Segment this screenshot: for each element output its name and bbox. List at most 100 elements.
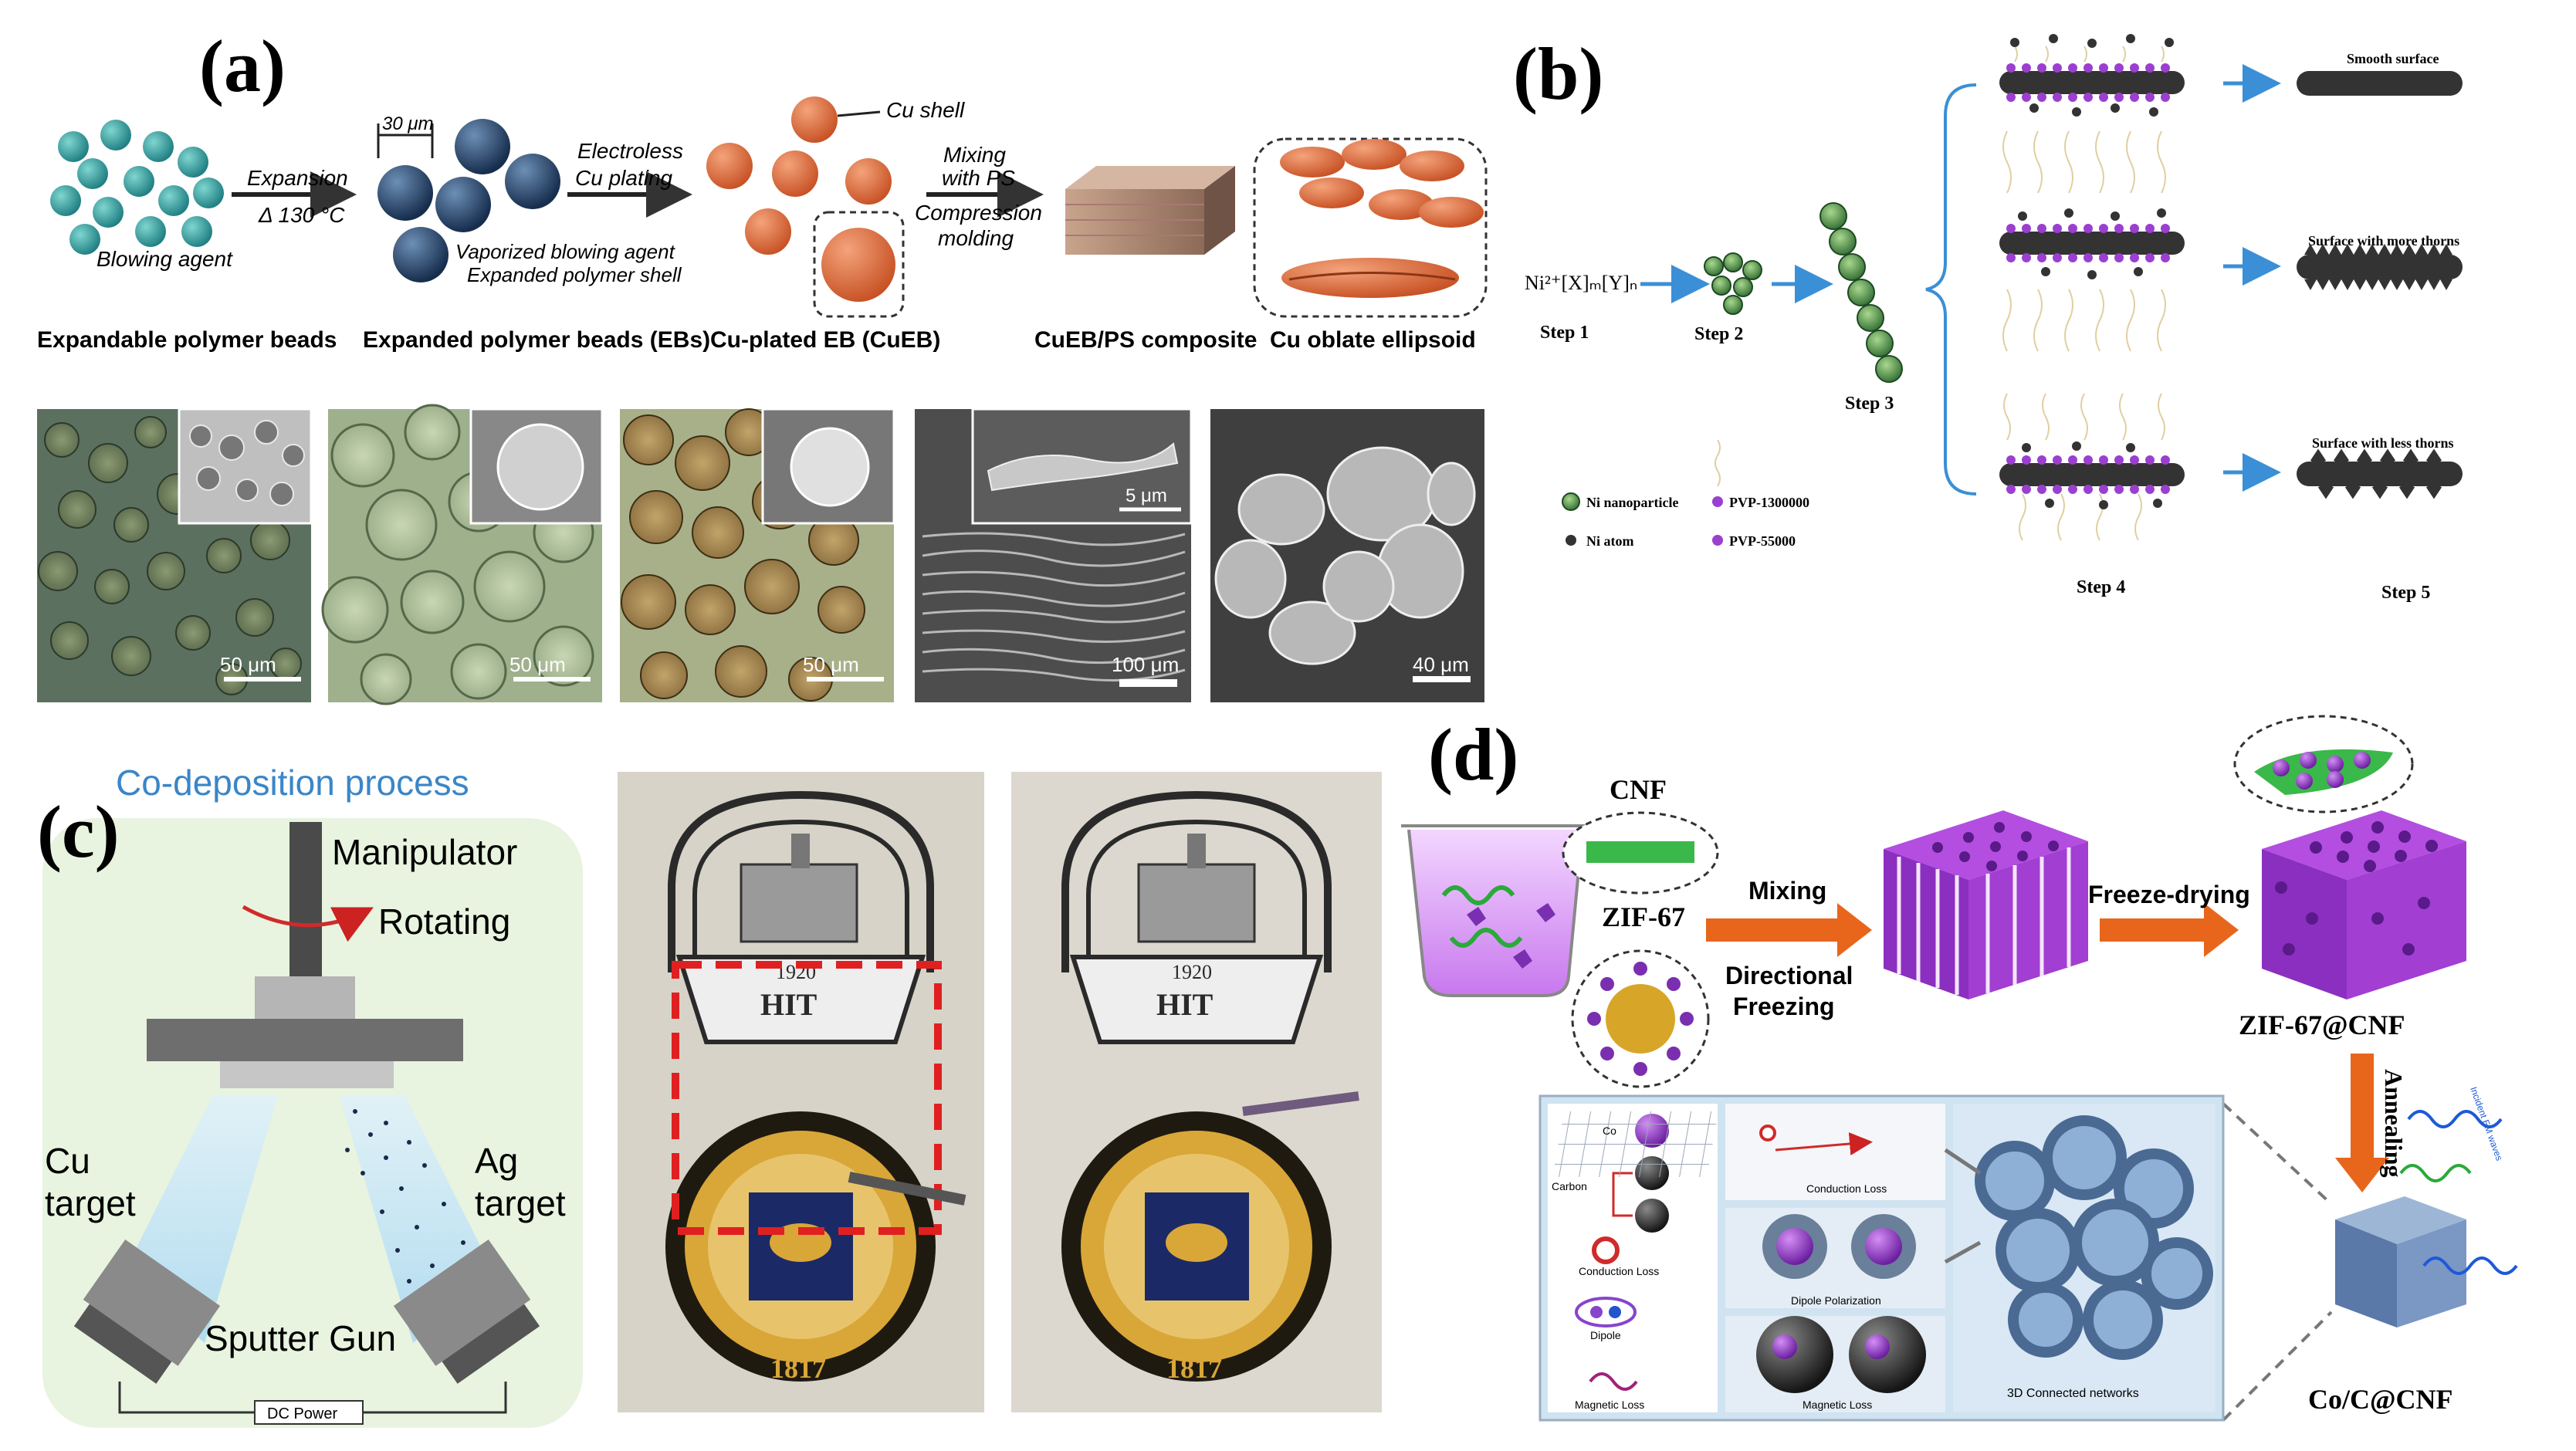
inset-scale-bar: 5 μm — [1126, 485, 1167, 506]
photo2-year-bottom: 1817 — [1166, 1353, 1222, 1384]
legend-ni-atom: Ni atom — [1586, 533, 1634, 549]
film-outline — [672, 961, 942, 1235]
step5-label: Step 5 — [2381, 583, 2430, 603]
directional-label: Directional — [1725, 962, 1853, 989]
zif-cnf-block — [2233, 715, 2466, 999]
cu-label: Cu — [45, 1141, 90, 1181]
connected-networks-label: 3D Connected networks — [2007, 1387, 2139, 1400]
panel-c: Co-deposition process (c) Manipulator Ro… — [37, 763, 1382, 1428]
oblate-ellipsoid-illustration — [1253, 137, 1488, 318]
manipulator-label: Manipulator — [332, 832, 517, 872]
smooth-rod — [2297, 71, 2463, 96]
rotating-arrow — [242, 905, 374, 942]
tweezer-1 — [848, 1172, 966, 1206]
photo-film-on-logos-2: 1920 HIT 1817 — [1011, 772, 1382, 1412]
photo1-hit: HIT — [760, 987, 817, 1022]
cnf-label: CNF — [1610, 774, 1667, 805]
mixing-label: Mixing — [943, 143, 1006, 167]
freezing-label: Freezing — [1733, 993, 1835, 1020]
caption-composite: CuEB/PS composite — [1034, 327, 1257, 353]
expansion-temp-label: Δ 130 °C — [258, 203, 345, 227]
step1-label: Step 1 — [1540, 323, 1589, 343]
expandable-beads-illustration — [50, 120, 224, 255]
legend-co: Co — [1603, 1125, 1616, 1137]
panel-d: (d) CNF ZIF-67 Mixing Directional Freezi… — [1401, 713, 2518, 1422]
freeze-drying-arrow — [2100, 903, 2239, 957]
zif-label: ZIF-67 — [1602, 901, 1685, 932]
micrograph-ellipsoid: 40 μm — [1210, 409, 1484, 702]
beaker-illustration — [1401, 824, 1590, 997]
step4-rod-bottom — [1999, 393, 2185, 541]
co-c-cnf-block — [2335, 1110, 2518, 1328]
freeze-drying-label: Freeze-drying — [2088, 881, 2250, 908]
zoom-line-top — [2222, 1102, 2333, 1206]
step2-label: Step 2 — [1694, 324, 1743, 344]
smooth-surface-label: Smooth surface — [2347, 51, 2439, 66]
aligned-cnf-block — [1884, 810, 2088, 999]
mixing-arrow — [1706, 903, 1872, 957]
step2-nanoparticles — [1704, 252, 1762, 315]
panel-c-label: (c) — [37, 790, 120, 873]
vaporized-label: Vaporized blowing agent — [455, 240, 676, 263]
substrate-plate — [147, 1019, 463, 1061]
size-label: 30 μm — [382, 113, 434, 134]
dc-power-label: DC Power — [267, 1405, 337, 1422]
step3-chain — [1819, 202, 1903, 383]
legend-ni-nanoparticle: Ni nanoparticle — [1586, 495, 1679, 510]
micrograph-expanded: 50 μm — [321, 404, 604, 705]
panel-b: (b) Ni²⁺[X]ₘ[Y]ₙ Step 1 Step 2 Step 3 — [1513, 32, 2463, 603]
legend-pvp-1300000: PVP-1300000 — [1729, 495, 1809, 510]
scale-bar-3: 50 μm — [803, 653, 859, 676]
ag-sputter-gun — [393, 1240, 540, 1384]
caption-ellipsoid: Cu oblate ellipsoid — [1270, 327, 1476, 353]
micrograph-expandable: 50 μm — [37, 408, 313, 702]
substrate — [220, 1061, 394, 1088]
with-ps-label: with PS — [942, 166, 1015, 190]
magnetic-loss-label: Magnetic Loss — [1803, 1399, 1872, 1411]
thorny-rod-more — [2297, 244, 2463, 290]
cu-plating-label: Cu plating — [575, 166, 673, 190]
expansion-label: Expansion — [247, 166, 348, 190]
caption-expanded: Expanded polymer beads (EBs) — [363, 327, 710, 353]
co-deposition-title: Co-deposition process — [116, 763, 469, 803]
expanded-beads-illustration — [377, 119, 560, 282]
conduction-loss-label: Conduction Loss — [1806, 1182, 1887, 1195]
incident-em-label: Incident EM waves — [2468, 1085, 2505, 1162]
zoom-line-bottom — [2222, 1311, 2333, 1422]
branch-bracket — [1925, 83, 1977, 496]
photo-film-on-logos-1: 1920 HIT 1817 — [618, 772, 984, 1412]
annealing-arrow — [2335, 1054, 2389, 1192]
step3-label: Step 3 — [1845, 394, 1894, 414]
annealing-label: Annealing — [2380, 1069, 2408, 1177]
panel-a-label: (a) — [199, 25, 286, 107]
holder-block — [255, 976, 355, 1019]
step4-rod-middle — [1999, 130, 2185, 352]
legend-carbon: Carbon — [1552, 1180, 1587, 1192]
zif-cnf-label: ZIF-67@CNF — [2239, 1010, 2405, 1040]
step4-label: Step 4 — [2077, 577, 2125, 597]
dc-power-box — [254, 1400, 364, 1425]
ag-label: Ag — [475, 1141, 518, 1181]
mixing-label: Mixing — [1748, 877, 1826, 905]
dipole-polarization-label: Dipole Polarization — [1791, 1294, 1881, 1307]
zif-crystal — [1606, 984, 1675, 1054]
panel-a: (a) Blowing agent Expansion Δ 130 °C — [37, 25, 1488, 705]
cnf-fiber — [1586, 841, 1694, 863]
panel-b-label: (b) — [1513, 32, 1603, 115]
micrograph-cu-plated: 50 μm — [620, 408, 895, 702]
thorny-rod-less — [2297, 448, 2463, 499]
scale-bar-1: 50 μm — [220, 653, 276, 676]
legend-conduction-loss: Conduction Loss — [1579, 1265, 1659, 1277]
ag-target-label: target — [475, 1183, 566, 1223]
legend-dipole: Dipole — [1590, 1329, 1621, 1341]
blowing-agent-label: Blowing agent — [96, 247, 233, 271]
cu-target-label: target — [45, 1183, 136, 1223]
photo2-year-top: 1920 — [1172, 961, 1212, 983]
compression-label: Compression — [915, 201, 1042, 225]
co-c-cnf-label: Co/C@CNF — [2308, 1384, 2452, 1415]
more-thorns-label: Surface with more thorns — [2308, 233, 2459, 249]
tweezer-2 — [1242, 1091, 1359, 1116]
zif-linkers — [1587, 962, 1694, 1076]
scale-bar-4: 100 μm — [1112, 653, 1179, 676]
